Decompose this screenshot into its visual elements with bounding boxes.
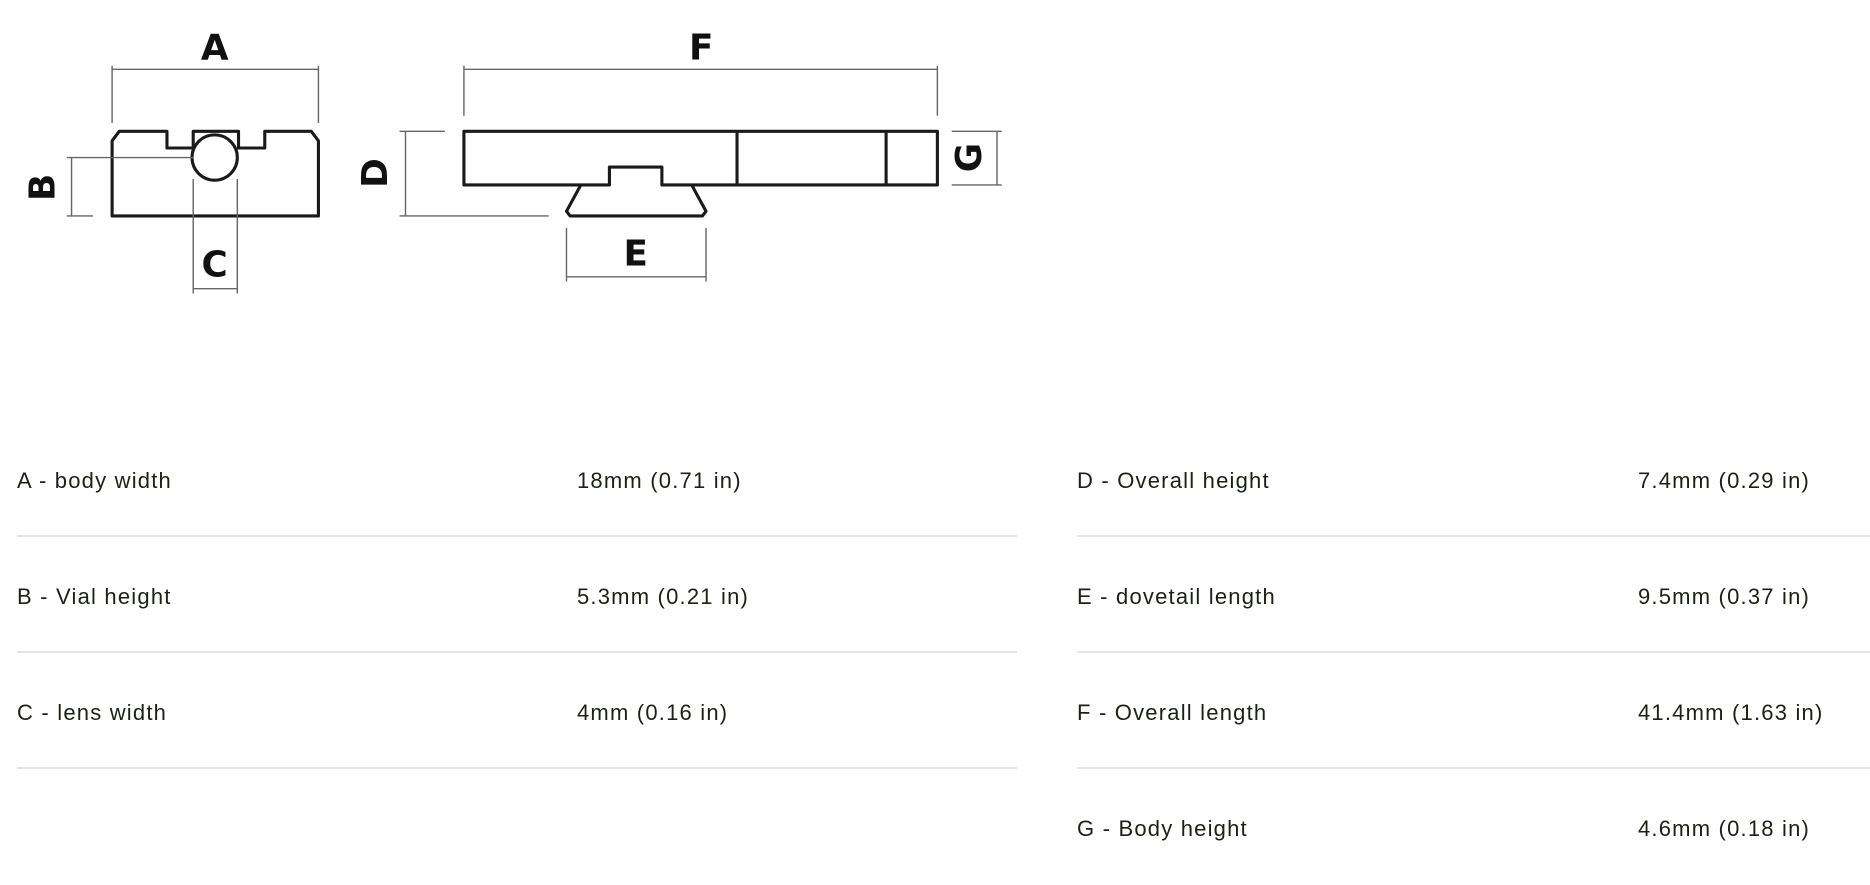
spec-row: A - body width 18mm (0.71 in) (17, 421, 1017, 537)
spec-name: A - body width (17, 468, 172, 493)
dimension-diagram: A B C D F G E (22, 27, 1002, 294)
spec-value: 4mm (0.16 in) (577, 700, 729, 725)
dovetail-outline (564, 184, 708, 218)
spec-value: 7.4mm (0.29 in) (1638, 468, 1811, 493)
spec-value: 5.3mm (0.21 in) (577, 584, 750, 609)
spec-table-right: D - Overall height 7.4mm (0.29 in) E - d… (1077, 421, 1870, 885)
spec-row: C - lens width 4mm (0.16 in) (17, 653, 1017, 769)
spec-value: 9.5mm (0.37 in) (1638, 584, 1811, 609)
label-c: C (202, 244, 228, 285)
spec-row: E - dovetail length 9.5mm (0.37 in) (1077, 537, 1870, 653)
spec-row: F - Overall length 41.4mm (1.63 in) (1077, 653, 1870, 769)
spec-value: 41.4mm (1.63 in) (1638, 700, 1824, 725)
label-g: G (949, 143, 990, 172)
label-f: F (689, 27, 713, 68)
spec-value: 18mm (0.71 in) (577, 468, 742, 493)
spec-name: F - Overall length (1077, 700, 1268, 725)
spec-row: B - Vial height 5.3mm (0.21 in) (17, 537, 1017, 653)
side-view: D F G E (355, 27, 1002, 282)
spec-name: E - dovetail length (1077, 584, 1276, 609)
lens-circle (190, 133, 239, 182)
label-a: A (201, 27, 229, 68)
spec-row: G - Body height 4.6mm (0.18 in) (1077, 769, 1870, 885)
spec-name: G - Body height (1077, 816, 1248, 841)
label-d: D (355, 158, 396, 188)
spec-row: D - Overall height 7.4mm (0.29 in) (1077, 421, 1870, 537)
spec-value: 4.6mm (0.18 in) (1638, 816, 1811, 841)
spec-name: B - Vial height (17, 584, 172, 609)
spec-name: C - lens width (17, 700, 168, 725)
spec-table-left: A - body width 18mm (0.71 in) B - Vial h… (17, 421, 1017, 769)
front-view: A B C (22, 27, 320, 294)
side-body-outline (462, 129, 939, 187)
label-b: B (22, 174, 63, 201)
front-body-outline (110, 129, 320, 218)
spec-name: D - Overall height (1077, 468, 1270, 493)
label-e: E (623, 234, 647, 275)
